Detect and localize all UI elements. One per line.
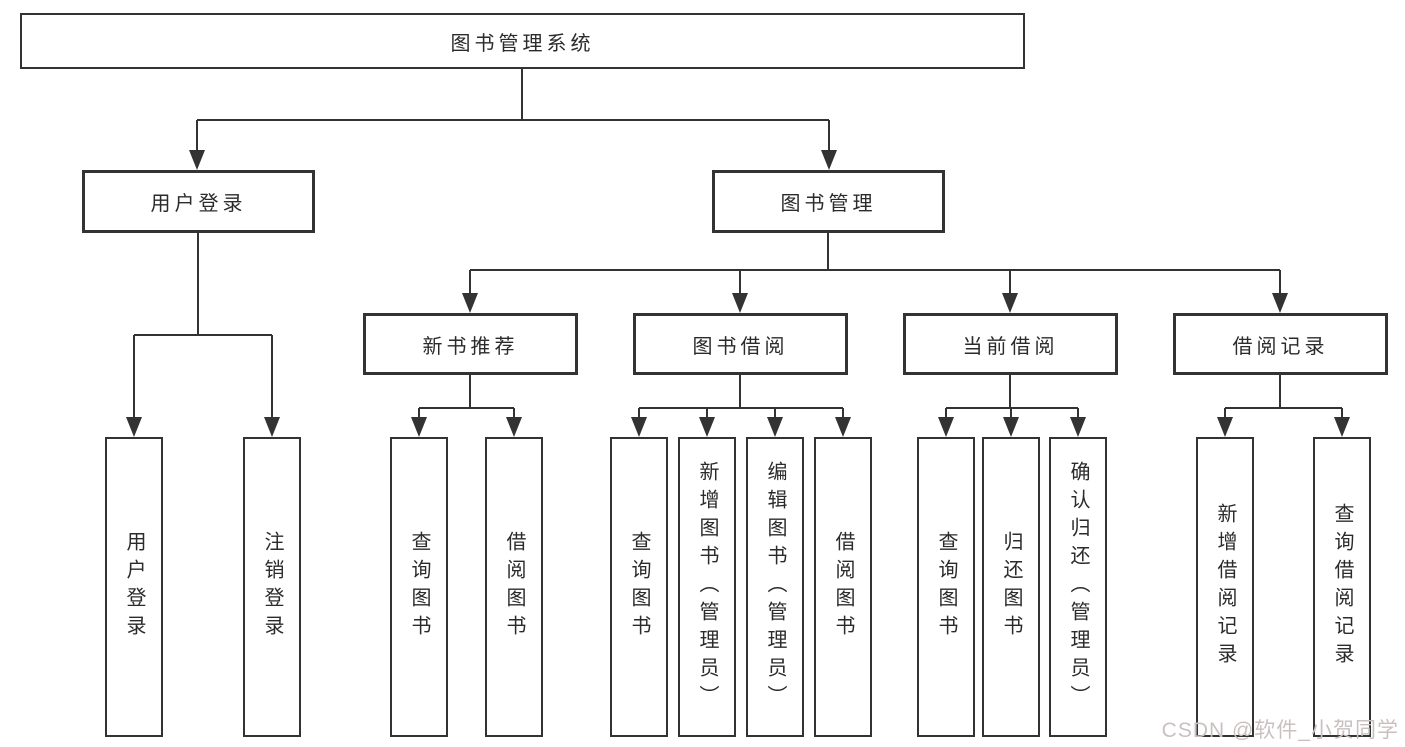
leaf-label: 查询图书 [628, 531, 650, 643]
node-user-login: 用户登录 [82, 170, 315, 233]
node-book-borrow: 图书借阅 [633, 313, 848, 375]
leaf-label: 查询借阅记录 [1331, 503, 1353, 671]
leaf-label: 借阅图书 [832, 531, 854, 643]
leaf-borrow-book: 借阅图书 [814, 437, 872, 737]
arrowheads [126, 150, 1350, 437]
leaf-label: 新增图书（管理员） [696, 461, 718, 713]
node-borrow-records: 借阅记录 [1173, 313, 1388, 375]
node-library-management-system: 图书管理系统 [20, 13, 1025, 69]
leaf-label: 确认归还（管理员） [1067, 461, 1089, 713]
leaf-label: 新增借阅记录 [1214, 503, 1236, 671]
node-book-management: 图书管理 [712, 170, 945, 233]
leaf-label: 注销登录 [261, 531, 283, 643]
leaf-confirm-return-admin: 确认归还（管理员） [1049, 437, 1107, 737]
leaf-query-borrow-record: 查询借阅记录 [1313, 437, 1371, 737]
leaf-user-login: 用户登录 [105, 437, 163, 737]
leaf-return-book: 归还图书 [982, 437, 1040, 737]
leaf-add-book-admin: 新增图书（管理员） [678, 437, 736, 737]
leaf-label: 编辑图书（管理员） [764, 461, 786, 713]
leaf-label: 查询图书 [408, 531, 430, 643]
node-current-borrow: 当前借阅 [903, 313, 1118, 375]
leaf-query-book-current: 查询图书 [917, 437, 975, 737]
leaf-query-book-recommend: 查询图书 [390, 437, 448, 737]
leaf-label: 查询图书 [935, 531, 957, 643]
leaf-borrow-book-recommend: 借阅图书 [485, 437, 543, 737]
csdn-watermark: CSDN @软件_小贺同学 [1161, 719, 1399, 742]
leaf-edit-book-admin: 编辑图书（管理员） [746, 437, 804, 737]
leaf-logout: 注销登录 [243, 437, 301, 737]
leaf-label: 用户登录 [123, 531, 145, 643]
leaf-label: 归还图书 [1000, 531, 1022, 643]
leaf-query-book-borrow: 查询图书 [610, 437, 668, 737]
node-new-book-recommend: 新书推荐 [363, 313, 578, 375]
leaf-label: 借阅图书 [503, 531, 525, 643]
leaf-add-borrow-record: 新增借阅记录 [1196, 437, 1254, 737]
